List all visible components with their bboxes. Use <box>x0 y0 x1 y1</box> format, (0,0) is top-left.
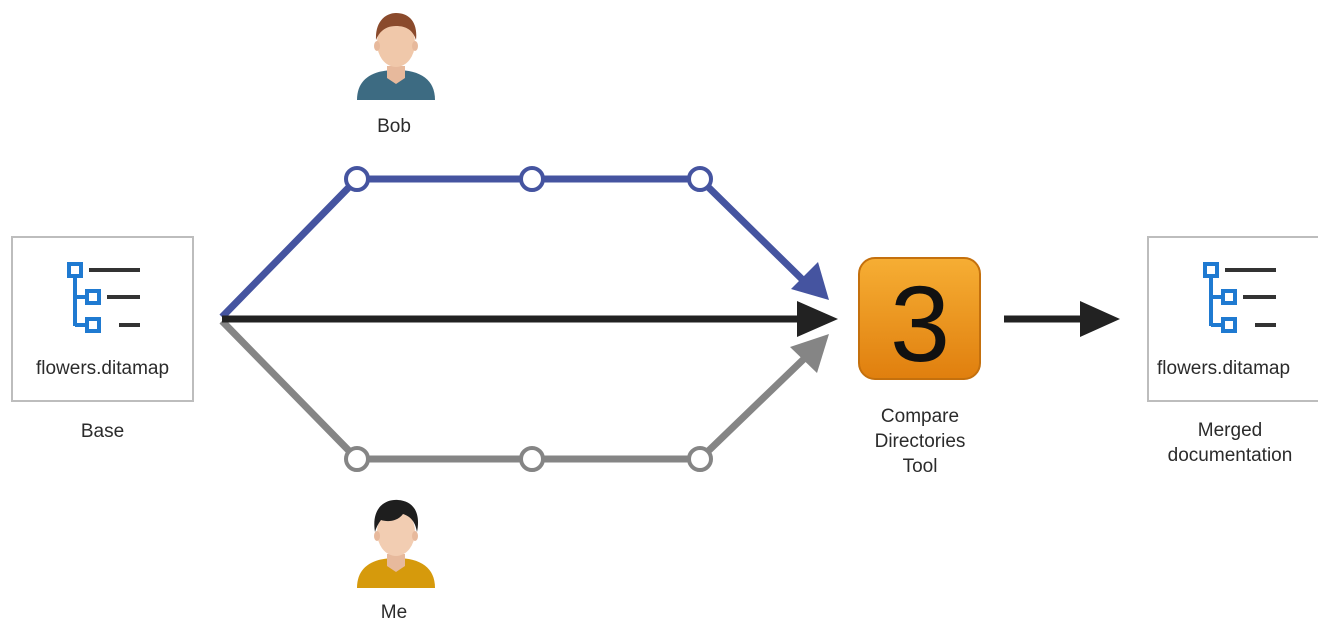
ditamap-tree-icon <box>1203 262 1276 333</box>
merged-file-box: flowers.ditamap <box>1147 236 1318 402</box>
bob-commit-node <box>519 166 545 192</box>
bob-commit-node <box>687 166 713 192</box>
merged-caption-line2: documentation <box>1167 445 1293 466</box>
ditamap-tree-icon <box>67 262 140 333</box>
tool-caption-line3: Tool <box>902 456 938 477</box>
compare-directories-tool-icon: 3 <box>858 257 981 381</box>
me-name-label: Me <box>380 602 408 623</box>
bob-name-label: Bob <box>377 116 411 137</box>
bob-branch-arrowhead <box>791 262 829 300</box>
bob-commit-node <box>344 166 370 192</box>
tool-caption: Compare Directories Tool <box>840 404 1000 479</box>
base-direct-arrowhead <box>797 301 838 337</box>
merged-caption: Merged documentation <box>1150 418 1310 468</box>
tool-caption-line2: Directories <box>874 431 966 452</box>
tool-number: 3 <box>890 263 950 381</box>
me-branch-arrowhead <box>790 334 829 373</box>
output-arrowhead <box>1080 301 1120 337</box>
bob-avatar-icon <box>357 13 435 100</box>
me-avatar-icon <box>357 499 435 588</box>
me-commit-node <box>519 446 545 472</box>
base-filename: flowers.ditamap <box>35 358 170 379</box>
base-file-box: flowers.ditamap <box>11 236 194 402</box>
merged-caption-line1: Merged <box>1197 420 1263 441</box>
bob-branch-path <box>219 175 813 320</box>
me-branch-path <box>219 318 813 463</box>
me-commit-node <box>687 446 713 472</box>
merged-filename: flowers.ditamap <box>1157 358 1291 379</box>
tool-caption-line1: Compare <box>880 406 960 427</box>
me-commit-node <box>344 446 370 472</box>
base-caption: Base <box>80 421 125 442</box>
